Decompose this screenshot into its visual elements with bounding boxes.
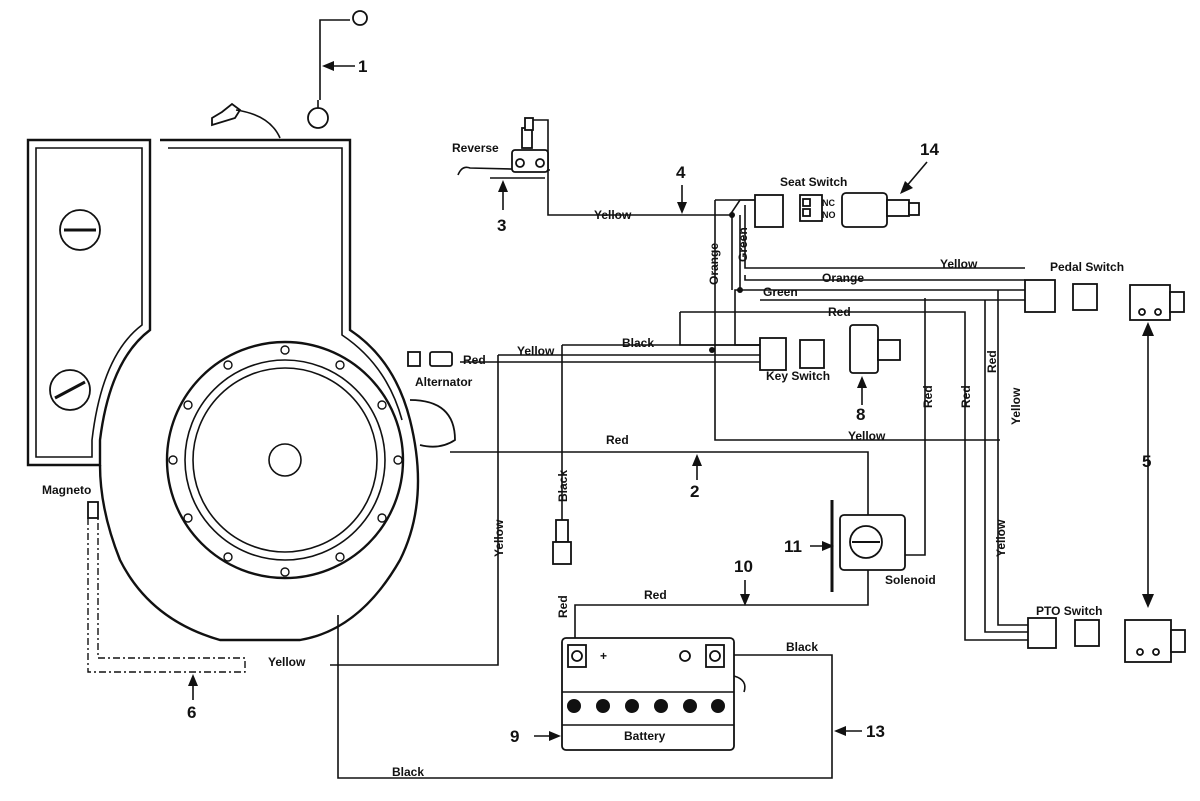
battery-label: Battery bbox=[624, 729, 666, 743]
wire-label-yellow: Yellow bbox=[268, 655, 306, 669]
callout-10: 10 bbox=[734, 557, 753, 576]
spark-plug bbox=[211, 102, 242, 127]
magneto-terminal bbox=[87, 501, 99, 519]
battery bbox=[561, 637, 746, 751]
callout-numbers: 1 2 3 4 5 6 8 9 10 11 13 14 bbox=[187, 57, 1151, 746]
alternator-connector bbox=[407, 351, 453, 367]
engine bbox=[26, 102, 456, 642]
seat-switch: NC NO bbox=[754, 192, 920, 228]
wire-label-green: Green bbox=[736, 227, 750, 262]
flywheel-bolts bbox=[168, 345, 403, 577]
pto-switch bbox=[1027, 617, 1186, 663]
pedal-switch-label: Pedal Switch bbox=[1050, 260, 1124, 274]
component-labels: Reverse Seat Switch Pedal Switch Key Swi… bbox=[42, 141, 1124, 743]
wire-label-black: Black bbox=[392, 765, 424, 779]
wire-label-yellow: Yellow bbox=[492, 519, 506, 557]
seat-switch-label: Seat Switch bbox=[780, 175, 847, 189]
wire-label-red: Red bbox=[959, 385, 973, 408]
callout-13: 13 bbox=[866, 722, 885, 741]
callout-14: 14 bbox=[920, 140, 939, 159]
wire-label-red: Red bbox=[463, 353, 486, 367]
callout-11: 11 bbox=[784, 537, 802, 556]
wire-label-red: Red bbox=[985, 350, 999, 373]
wire-label-red: Red bbox=[828, 305, 851, 319]
magneto-label: Magneto bbox=[42, 483, 91, 497]
wire-labels: Yellow Yellow Orange Green Red Black Yel… bbox=[268, 208, 1023, 779]
wire-label-red: Red bbox=[556, 595, 570, 618]
wire-label-orange: Orange bbox=[707, 243, 721, 285]
wire-label-yellow: Yellow bbox=[1009, 387, 1023, 425]
wire-label-orange: Orange bbox=[822, 271, 864, 285]
alternator-label: Alternator bbox=[415, 375, 473, 389]
wire-label-yellow: Yellow bbox=[994, 519, 1008, 557]
callout-3: 3 bbox=[497, 216, 506, 235]
seat-nc-label: NC bbox=[822, 198, 835, 208]
components: NC NO bbox=[87, 117, 1186, 751]
wire-label-yellow: Yellow bbox=[940, 257, 978, 271]
wire-label-red: Red bbox=[921, 385, 935, 408]
wire-label-red: Red bbox=[606, 433, 629, 447]
callout-4: 4 bbox=[676, 163, 686, 182]
alternator-bump bbox=[409, 399, 456, 448]
key-switch-label: Key Switch bbox=[766, 369, 830, 383]
crankshaft-hub bbox=[268, 443, 302, 477]
key-switch bbox=[759, 324, 901, 374]
wires bbox=[87, 10, 1154, 779]
inline-fuse bbox=[552, 519, 572, 565]
pto-switch-label: PTO Switch bbox=[1036, 604, 1102, 618]
wire-label-yellow: Yellow bbox=[848, 429, 886, 443]
reverse-switch bbox=[511, 117, 549, 173]
battery-plus-label: + bbox=[600, 649, 607, 663]
seat-no-label: NO bbox=[822, 210, 836, 220]
wire-label-black: Black bbox=[556, 470, 570, 502]
flywheel-housing bbox=[165, 340, 405, 580]
wire-label-black: Black bbox=[622, 336, 654, 350]
solenoid-label: Solenoid bbox=[885, 573, 936, 587]
wire-label-green: Green bbox=[763, 285, 798, 299]
wire-label-black: Black bbox=[786, 640, 818, 654]
callout-6: 6 bbox=[187, 703, 196, 722]
callout-5: 5 bbox=[1142, 452, 1151, 471]
wire-label-yellow: Yellow bbox=[517, 344, 555, 358]
callout-8: 8 bbox=[856, 405, 865, 424]
pedal-switch bbox=[1024, 279, 1185, 321]
callout-1: 1 bbox=[358, 57, 367, 76]
callout-9: 9 bbox=[510, 727, 519, 746]
reverse-label: Reverse bbox=[452, 141, 499, 155]
solenoid bbox=[830, 500, 906, 592]
wire-label-yellow: Yellow bbox=[594, 208, 632, 222]
callout-arrows bbox=[188, 61, 928, 741]
callout-2: 2 bbox=[690, 482, 699, 501]
wire-label-red: Red bbox=[644, 588, 667, 602]
